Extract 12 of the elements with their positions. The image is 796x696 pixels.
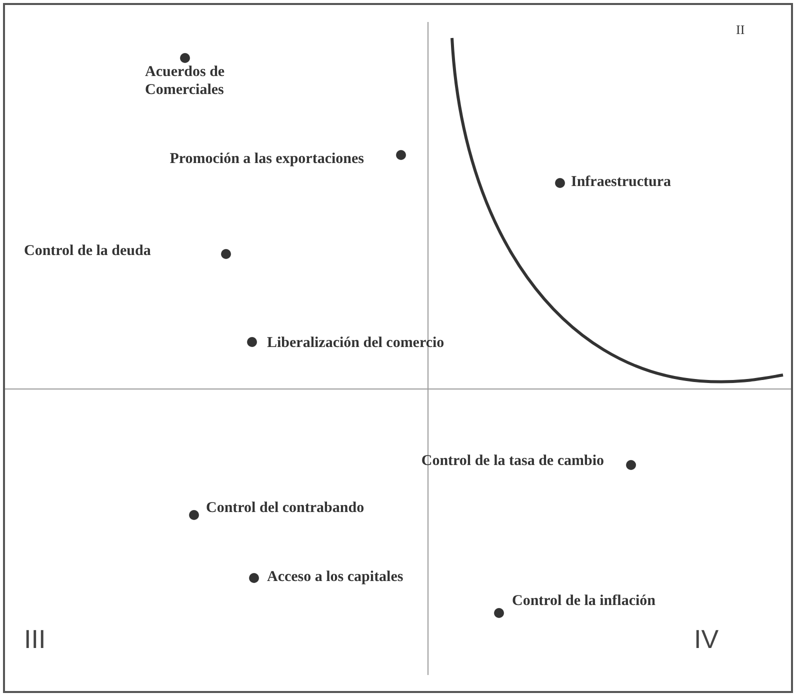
point-label: Acuerdos de Comerciales bbox=[145, 63, 226, 99]
quadrant-label: IV bbox=[694, 623, 719, 656]
point-label: Control de la inflación bbox=[512, 592, 656, 610]
quadrant-label: III bbox=[24, 623, 46, 656]
quadrant-label: II bbox=[736, 21, 745, 39]
point-label: Infraestructura bbox=[571, 173, 671, 191]
point-label: Liberalización del comercio bbox=[267, 334, 444, 352]
point-label: Promoción a las exportaciones bbox=[170, 150, 364, 168]
point-label: Control de la tasa de cambio bbox=[421, 452, 604, 470]
point-label: Acceso a los capitales bbox=[267, 568, 404, 586]
point-label: Control de la deuda bbox=[24, 242, 151, 260]
point-label: Control del contrabando bbox=[206, 499, 364, 517]
